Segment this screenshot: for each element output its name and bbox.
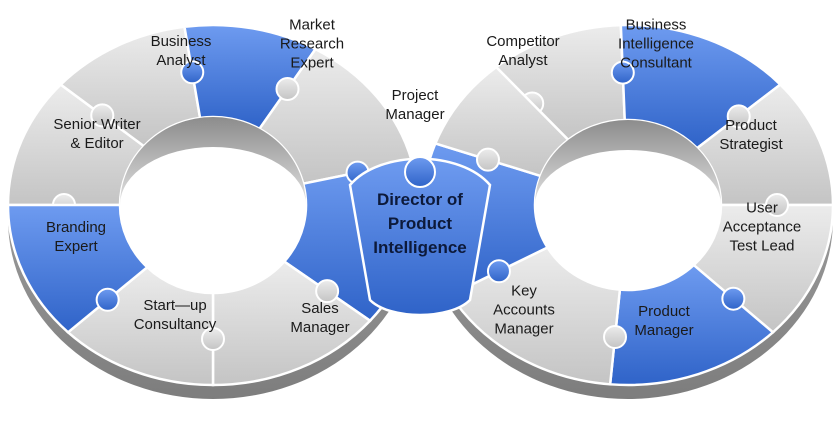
label-line: Research bbox=[280, 35, 344, 52]
label-line: Strategist bbox=[719, 136, 783, 153]
label-line: Business bbox=[151, 33, 212, 50]
label-line: Product bbox=[725, 117, 778, 134]
label-line: Manager bbox=[385, 106, 444, 123]
puzzle-knob bbox=[488, 260, 510, 282]
label-line: Sales bbox=[301, 300, 339, 317]
label-line: Market bbox=[289, 16, 336, 33]
label-line: Senior Writer bbox=[53, 116, 140, 133]
label-line: Project bbox=[392, 87, 440, 104]
label-line: & Editor bbox=[70, 135, 123, 152]
label-line: Manager bbox=[634, 322, 693, 339]
label-line: Analyst bbox=[498, 52, 548, 69]
center-title-line: Director of bbox=[377, 190, 463, 209]
puzzle-knob bbox=[405, 157, 435, 187]
label-line: Business bbox=[626, 16, 687, 33]
center-title-line: Intelligence bbox=[373, 238, 467, 257]
label-line: Start—up bbox=[143, 297, 206, 314]
label-line: Product bbox=[638, 303, 691, 320]
label-line: Manager bbox=[290, 319, 349, 336]
label-line: Intelligence bbox=[618, 35, 694, 52]
label-line: Test Lead bbox=[729, 237, 794, 254]
puzzle-knob bbox=[97, 289, 119, 311]
label-line: Consultant bbox=[620, 54, 693, 71]
label-line: Key bbox=[511, 282, 537, 299]
label-line: Expert bbox=[54, 238, 98, 255]
puzzle-knob bbox=[277, 78, 299, 100]
puzzle-knob bbox=[604, 326, 626, 348]
label-line: Branding bbox=[46, 219, 106, 236]
label-line: Manager bbox=[494, 320, 553, 337]
label-line: Expert bbox=[290, 54, 334, 71]
label-line: Accounts bbox=[493, 301, 555, 318]
puzzle-knob bbox=[722, 288, 744, 310]
label-line: Competitor bbox=[486, 33, 559, 50]
center-title-line: Product bbox=[388, 214, 453, 233]
label-line: Acceptance bbox=[723, 218, 801, 235]
puzzle-knob bbox=[477, 149, 499, 171]
label-line: Consultancy bbox=[134, 316, 217, 333]
label-line: Analyst bbox=[156, 52, 206, 69]
label-line: User bbox=[746, 199, 778, 216]
